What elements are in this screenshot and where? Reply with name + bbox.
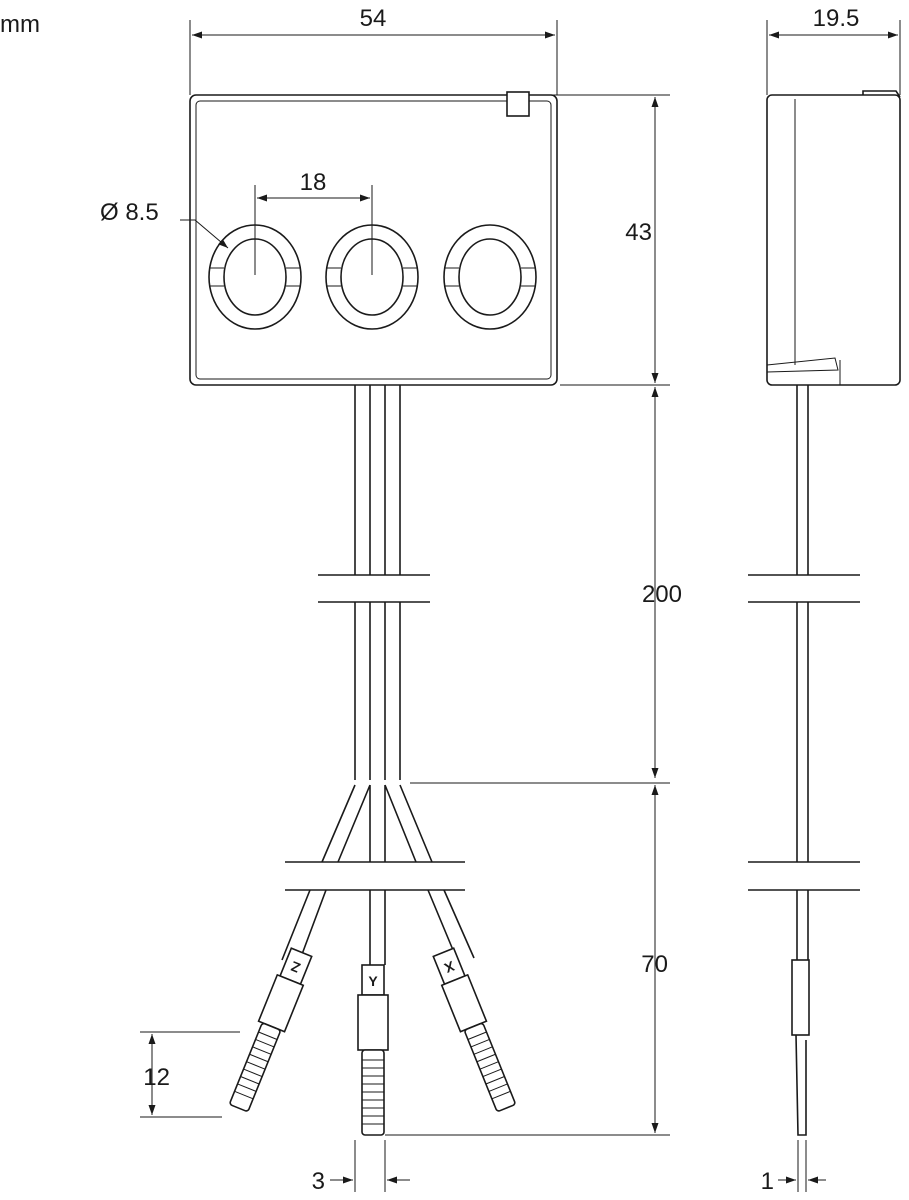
- dim-cable-length: 200: [642, 581, 682, 608]
- dim-height: 43: [625, 219, 652, 246]
- dimension-lines: [140, 20, 901, 1192]
- dim-hole-spacing: 18: [300, 169, 327, 196]
- side-view: [748, 90, 901, 1136]
- connector-y: Y: [357, 964, 389, 1136]
- front-view-housing: [189, 91, 558, 386]
- connector-z: Z: [229, 947, 313, 1112]
- dim-depth: 19.5: [813, 5, 860, 32]
- dim-width: 54: [360, 5, 387, 32]
- dim-lead-length: 70: [641, 951, 668, 978]
- unit-label: mm: [0, 11, 40, 38]
- cable-hole-3: [443, 224, 537, 330]
- wire-label-y: Y: [368, 973, 378, 989]
- dim-pin-thickness: 1: [761, 1168, 774, 1195]
- front-cable: [281, 385, 475, 966]
- connector-x: X: [432, 947, 516, 1112]
- dim-hole-diameter: Ø 8.5: [100, 199, 159, 226]
- dim-pin-width: 3: [312, 1168, 325, 1195]
- dim-pin-length: 12: [143, 1064, 170, 1091]
